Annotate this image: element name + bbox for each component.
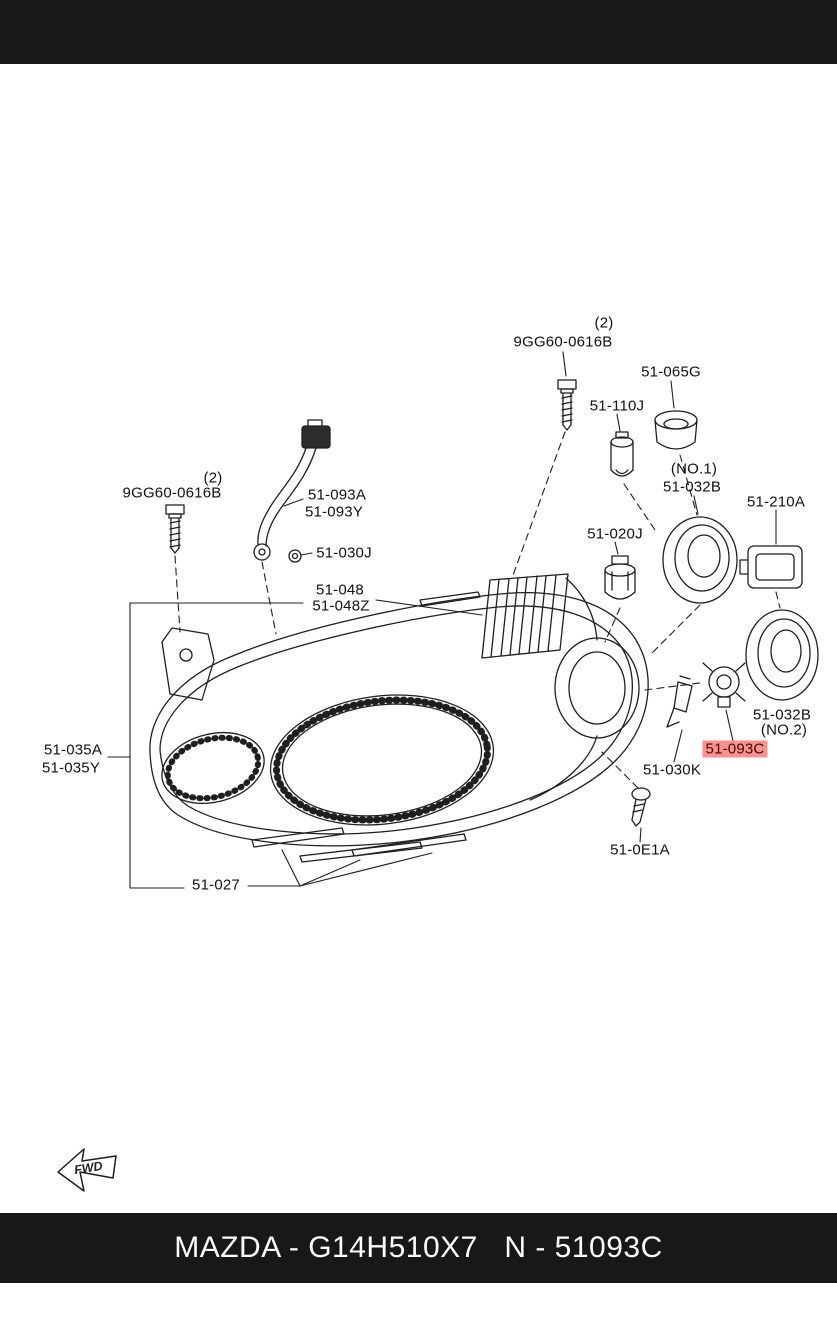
leader-lines bbox=[107, 351, 777, 889]
part-label-51-030j: 51-030J bbox=[316, 544, 372, 562]
part-label-51-020j: 51-020J bbox=[587, 525, 643, 543]
fwd-label: FWD bbox=[73, 1159, 103, 1177]
footer-part-text: MAZDA - G14H510X7 N - 51093C bbox=[174, 1231, 663, 1264]
bulb-030k-drawing bbox=[666, 675, 693, 728]
bulb-020j-drawing bbox=[604, 555, 636, 600]
part-label-51-048: 51-048 bbox=[316, 581, 364, 599]
holder-093c-drawing bbox=[702, 662, 746, 708]
part-label-51-093y: 51-093Y bbox=[304, 503, 364, 521]
part-label-no1: (NO.1) bbox=[670, 460, 718, 478]
part-label-51-110j: 51-110J bbox=[589, 397, 645, 415]
assembly-axis-lines bbox=[174, 431, 781, 789]
bolt-left-drawing bbox=[165, 504, 185, 554]
wiring-harness-drawing bbox=[253, 419, 331, 563]
socket-032b-no1-drawing bbox=[662, 516, 738, 604]
part-label-51-093c-highlighted: 51-093C bbox=[702, 740, 768, 758]
part-label-51-027: 51-027 bbox=[188, 876, 244, 894]
part-label-51-035a: 51-035A bbox=[43, 741, 103, 759]
part-label-51-032b-no2: 51-032B bbox=[752, 706, 812, 724]
part-label-51-035y: 51-035Y bbox=[41, 759, 101, 777]
part-label-bolt-top-qty: (2) bbox=[594, 314, 614, 332]
bolt-top-drawing bbox=[557, 379, 577, 431]
screw-0e1a-drawing bbox=[631, 787, 651, 827]
fwd-arrow: FWD bbox=[57, 1148, 117, 1192]
top-letterbox-bar bbox=[0, 0, 837, 64]
footer-bar: MAZDA - G14H510X7 N - 51093C bbox=[0, 1213, 837, 1283]
part-label-51-065g: 51-065G bbox=[641, 363, 701, 381]
part-label-9gg60-0616b-top: 9GG60-0616B bbox=[513, 333, 613, 351]
part-label-51-032b-no1: 51-032B bbox=[662, 478, 722, 496]
bulb-110j-drawing bbox=[610, 431, 634, 477]
part-label-51-0e1a: 51-0E1A bbox=[610, 841, 670, 859]
connector-210a-drawing bbox=[739, 545, 803, 589]
part-label-51-030k: 51-030K bbox=[642, 761, 702, 779]
part-label-bolt-left-qty: (2) bbox=[203, 469, 223, 487]
socket-032b-no2-drawing bbox=[745, 609, 819, 701]
trim-strips-drawing bbox=[251, 827, 467, 863]
part-label-51-048z: 51-048Z bbox=[312, 597, 370, 615]
socket-065g-drawing bbox=[654, 410, 698, 450]
part-label-51-093a: 51-093A bbox=[307, 486, 367, 504]
part-label-no2: (NO.2) bbox=[760, 721, 808, 739]
headlamp-housing-drawing bbox=[149, 573, 649, 847]
part-label-51-210a: 51-210A bbox=[746, 493, 806, 511]
part-label-9gg60-0616b-left: 9GG60-0616B bbox=[122, 484, 222, 502]
